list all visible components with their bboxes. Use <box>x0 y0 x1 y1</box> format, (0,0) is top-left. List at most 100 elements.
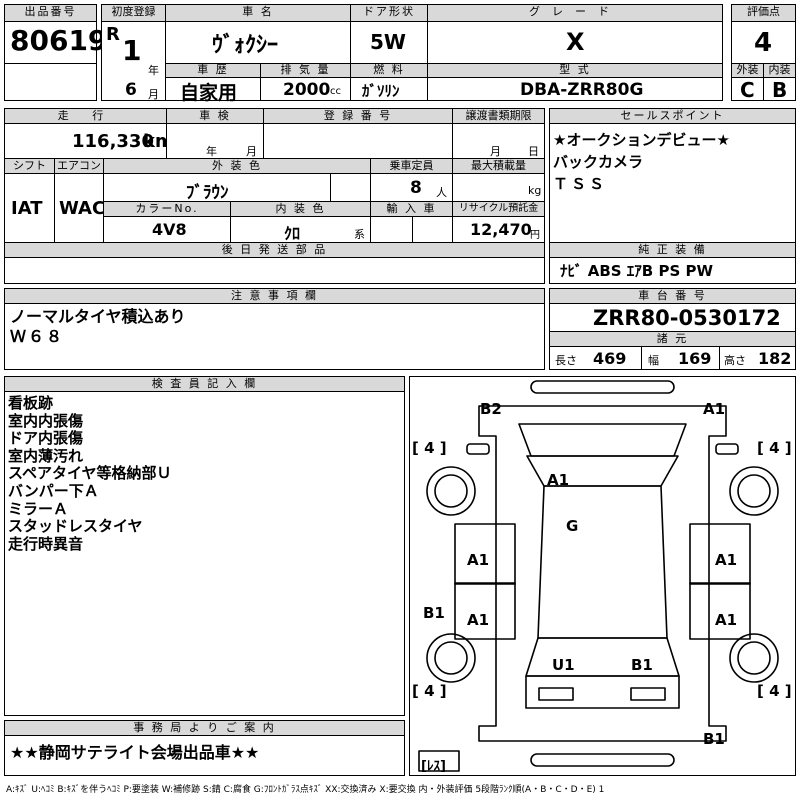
import-header: 輸 入 車 <box>370 201 453 217</box>
color-no-header: カラーNo. <box>103 201 231 217</box>
roof <box>537 485 668 639</box>
rear-left-hub <box>434 641 468 675</box>
sales-point: ＴＳＳ <box>553 175 608 193</box>
tire-bracket: [ 4 ] <box>757 682 792 700</box>
transfer-box <box>452 123 545 159</box>
interior-color-header: 内 装 色 <box>230 201 371 217</box>
sales-points-header: セールスポイント <box>549 108 796 124</box>
width-label: 幅 <box>648 354 659 367</box>
later-parts-header: 後 日 発 送 部 品 <box>4 242 545 258</box>
load-unit: kg <box>528 184 542 197</box>
diagram-box <box>409 376 796 776</box>
car-diagram <box>418 380 779 772</box>
front-bumper <box>530 380 675 394</box>
inspector-list: 看板跡 室内内張傷 ドア内張傷 室内薄汚れ スペアタイヤ等格納部Ｕ バンパー下Ａ… <box>8 394 172 553</box>
damage-mark: A1 <box>715 611 738 629</box>
transfer-header: 譲渡書類期限 <box>452 108 545 124</box>
interior-suffix: 系 <box>354 228 365 241</box>
tailgate <box>525 675 680 709</box>
rear-bumper <box>530 753 675 767</box>
right-mirror <box>715 443 739 455</box>
fuel: ｶﾞｿﾘﾝ <box>362 82 400 100</box>
inspector-line: 室内薄汚れ <box>8 446 84 465</box>
interior-color-box <box>230 216 371 243</box>
ac: WAC <box>59 198 106 219</box>
inspector-line: スペアタイヤ等格納部Ｕ <box>8 464 172 483</box>
inspector-line: スタッドレスタイヤ <box>8 517 143 536</box>
score-header: 評価点 <box>731 4 796 22</box>
inspector-line: ドア内張傷 <box>8 429 84 448</box>
dims-header: 諸 元 <box>549 331 796 347</box>
interior-color: ｸﾛ <box>284 224 301 243</box>
inspection-box <box>166 123 264 159</box>
capacity-header: 乗車定員 <box>370 158 453 174</box>
spare-tire: [ﾚｽ] <box>421 759 446 774</box>
load-header: 最大積載量 <box>452 158 545 174</box>
damage-mark: B1 <box>423 604 445 622</box>
rear-right-hub <box>737 641 771 675</box>
rear-glass <box>525 637 680 677</box>
import-box <box>370 216 413 243</box>
color-header: 外 装 色 <box>103 158 371 174</box>
inspector-line: 看板跡 <box>8 394 54 412</box>
inspector-header: 検 査 員 記 入 欄 <box>4 376 405 392</box>
width: 169 <box>678 349 712 368</box>
office-header: 事 務 局 よ り ご 案 内 <box>4 720 405 736</box>
right-front-door <box>689 523 751 585</box>
right-rear-door <box>689 582 751 640</box>
history: 自家用 <box>180 82 238 104</box>
displacement: 2000 <box>283 80 331 100</box>
equipment: ﾅﾋﾞ ABS ｴｱB PS PW <box>560 262 714 280</box>
front-left-hub <box>434 474 468 508</box>
ext-header: 外装 <box>731 63 764 78</box>
sales-points-list: ★オークションデビュー★ バックカメラ ＴＳＳ <box>553 129 730 195</box>
damage-mark: B2 <box>480 400 502 418</box>
inspector-line: バンパー下Ａ <box>8 481 99 500</box>
hood <box>518 423 687 457</box>
chassis-header: 車 台 番 号 <box>549 288 796 304</box>
doors-header: ドア形状 <box>350 4 428 22</box>
left-rear-door <box>454 582 516 640</box>
damage-mark: A1 <box>715 551 738 569</box>
rear-light <box>630 687 666 701</box>
ext-grade: C <box>740 78 755 102</box>
front-left-tire <box>426 466 476 516</box>
reg-month: 6 <box>125 80 137 100</box>
model: DBA-ZRR80G <box>520 80 644 100</box>
damage-mark: U1 <box>552 656 575 674</box>
width-cell <box>641 346 720 370</box>
inspection-year: 年 <box>206 145 217 158</box>
shift-header: シフト <box>4 158 55 174</box>
lot-blank-box <box>4 63 97 101</box>
shift: IAT <box>11 198 43 219</box>
length-label: 長さ <box>555 354 577 367</box>
lot-number-header: 出品番号 <box>4 4 97 22</box>
notes-list: ノーマルタイヤ積込あり Ｗ６８ <box>10 307 186 347</box>
transfer-month: 月 <box>490 145 501 158</box>
rear-right-tire <box>729 633 779 683</box>
left-front-door <box>454 523 516 585</box>
import-box-2 <box>412 216 453 243</box>
spare-box <box>418 750 460 772</box>
damage-mark: A1 <box>467 611 490 629</box>
damage-mark: A1 <box>547 471 570 489</box>
tire-bracket: [ 4 ] <box>412 682 447 700</box>
history-box <box>165 77 261 101</box>
length-cell <box>549 346 642 370</box>
color-no-box <box>103 216 231 243</box>
doors: 5W <box>370 30 406 54</box>
body-outline <box>478 405 727 742</box>
int-grade: B <box>772 78 788 102</box>
front-right-tire <box>729 466 779 516</box>
office-message: ★★静岡サテライト会場出品車★★ <box>10 743 260 762</box>
height-cell <box>719 346 796 370</box>
inspection-month: 月 <box>246 145 257 158</box>
damage-mark: G <box>566 517 579 535</box>
recycle: 12,470 <box>470 220 532 239</box>
history-header: 車 歴 <box>165 63 261 78</box>
note-line: ノーマルタイヤ積込あり <box>10 307 186 326</box>
inspection-header: 車 検 <box>166 108 264 124</box>
tire-bracket: [ 4 ] <box>412 439 447 457</box>
sales-point: バックカメラ <box>553 153 644 171</box>
capacity-unit: 人 <box>436 186 447 199</box>
